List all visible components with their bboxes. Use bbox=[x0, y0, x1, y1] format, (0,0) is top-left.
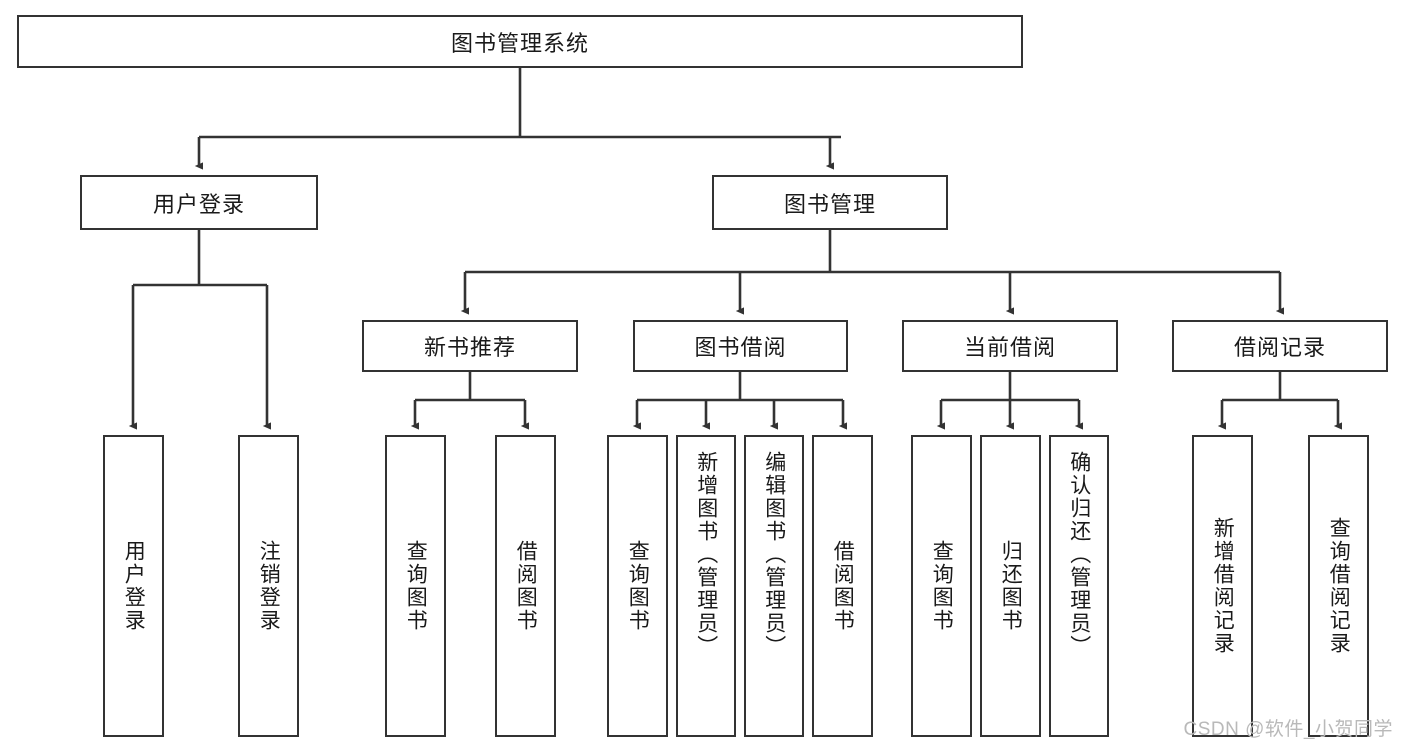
node-label: 注销登录 bbox=[257, 540, 281, 632]
leaf-borrow-borrow-book[interactable]: 借阅图书 bbox=[812, 435, 873, 737]
node-label: 图书管理系统 bbox=[450, 30, 589, 56]
node-label: 新增图书（管理员） bbox=[694, 451, 718, 658]
node-current-borrow[interactable]: 当前借阅 bbox=[902, 320, 1118, 372]
node-label: 图书借阅 bbox=[694, 335, 787, 360]
leaf-borrow-query-book[interactable]: 查询图书 bbox=[607, 435, 668, 737]
leaf-borrow-add-book-admin[interactable]: 新增图书（管理员） bbox=[676, 435, 736, 737]
node-label: 借阅记录 bbox=[1233, 335, 1326, 360]
node-label: 确认归还（管理员） bbox=[1067, 451, 1091, 658]
leaf-borrow-edit-book-admin[interactable]: 编辑图书（管理员） bbox=[744, 435, 804, 737]
node-label: 图书管理 bbox=[783, 191, 876, 217]
node-label: 查询借阅记录 bbox=[1327, 517, 1351, 655]
watermark-text: CSDN @软件_小贺同学 bbox=[1183, 719, 1393, 740]
node-label: 编辑图书（管理员） bbox=[762, 451, 786, 658]
node-label: 当前借阅 bbox=[963, 335, 1056, 360]
node-label: 借阅图书 bbox=[514, 540, 538, 632]
node-label: 查询图书 bbox=[626, 540, 650, 632]
node-label: 查询图书 bbox=[404, 540, 428, 632]
leaf-record-add-record[interactable]: 新增借阅记录 bbox=[1192, 435, 1253, 737]
node-user-login[interactable]: 用户登录 bbox=[80, 175, 318, 230]
node-book-borrow[interactable]: 图书借阅 bbox=[633, 320, 848, 372]
leaf-user-login-login[interactable]: 用户登录 bbox=[103, 435, 164, 737]
leaf-new-book-query[interactable]: 查询图书 bbox=[385, 435, 446, 737]
node-new-book-recommend[interactable]: 新书推荐 bbox=[362, 320, 578, 372]
node-label: 归还图书 bbox=[999, 540, 1023, 632]
node-label: 借阅图书 bbox=[831, 540, 855, 632]
node-root-system[interactable]: 图书管理系统 bbox=[17, 15, 1023, 68]
leaf-current-query-book[interactable]: 查询图书 bbox=[911, 435, 972, 737]
node-label: 新增借阅记录 bbox=[1211, 517, 1235, 655]
leaf-current-return-book[interactable]: 归还图书 bbox=[980, 435, 1041, 737]
node-label: 用户登录 bbox=[152, 191, 245, 217]
node-label: 查询图书 bbox=[930, 540, 954, 632]
leaf-user-login-logout[interactable]: 注销登录 bbox=[238, 435, 299, 737]
node-label: 用户登录 bbox=[122, 540, 146, 632]
leaf-record-query-record[interactable]: 查询借阅记录 bbox=[1308, 435, 1369, 737]
node-borrow-record[interactable]: 借阅记录 bbox=[1172, 320, 1388, 372]
node-label: 新书推荐 bbox=[423, 335, 516, 360]
node-book-management[interactable]: 图书管理 bbox=[712, 175, 948, 230]
leaf-current-confirm-return-admin[interactable]: 确认归还（管理员） bbox=[1049, 435, 1109, 737]
leaf-new-book-borrow[interactable]: 借阅图书 bbox=[495, 435, 556, 737]
